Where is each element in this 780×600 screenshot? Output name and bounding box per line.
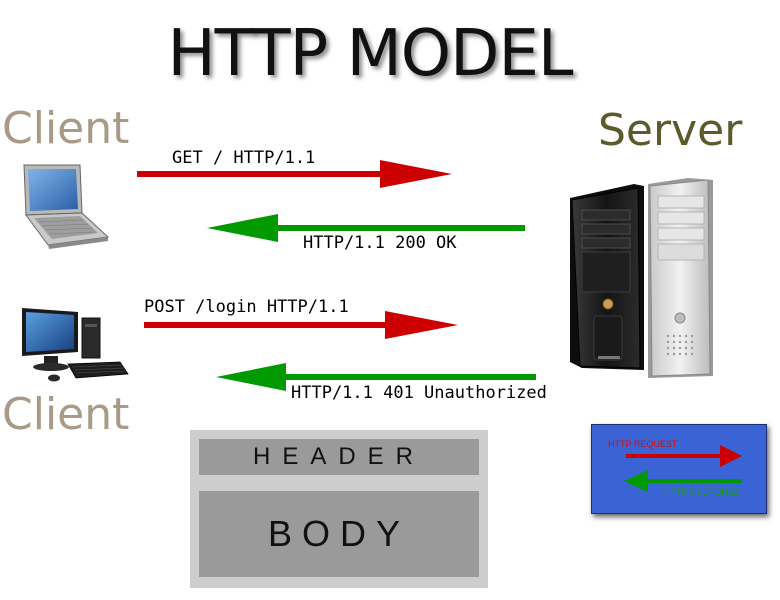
message-header-section: HEADER — [199, 439, 479, 475]
get-response-label: HTTP/1.1 200 OK — [303, 233, 457, 253]
legend-box: HTTP REQUEST HTTP RESPONSE — [591, 424, 767, 514]
legend-request-label: HTTP REQUEST — [608, 439, 678, 449]
post-response-label: HTTP/1.1 401 Unauthorized — [291, 383, 547, 403]
legend-response-label: HTTP RESPONSE — [664, 487, 740, 497]
post-request-arrow — [144, 311, 458, 339]
legend-request-arrow — [626, 445, 742, 467]
server-label: Server — [598, 105, 743, 156]
post-response-arrow — [216, 363, 536, 391]
legend-response-arrow — [624, 470, 742, 492]
post-request-label: POST /login HTTP/1.1 — [144, 297, 349, 317]
legend-arrows — [624, 445, 742, 492]
laptop-icon — [23, 164, 110, 249]
get-request-arrow — [137, 160, 452, 188]
diagram-title: HTTP MODEL — [167, 17, 573, 91]
message-body-section: BODY — [199, 491, 479, 577]
client-label-bottom: Client — [2, 389, 130, 440]
get-response-arrow — [207, 214, 525, 242]
client-label-top: Client — [2, 103, 130, 154]
desktop-computer-icon — [22, 308, 129, 382]
server-tower-icon — [570, 178, 713, 378]
get-request-label: GET / HTTP/1.1 — [172, 148, 316, 168]
